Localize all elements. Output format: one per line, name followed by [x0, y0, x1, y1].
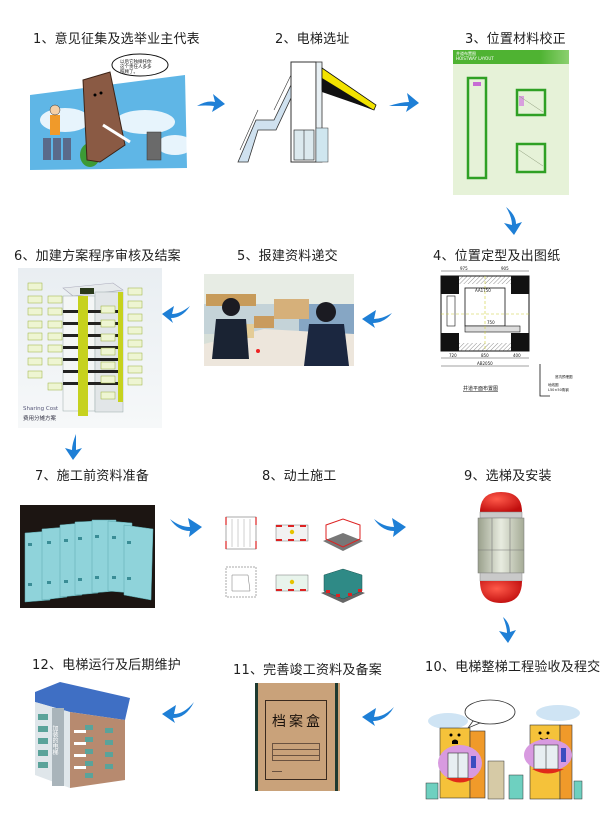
archive-box-frame: 档案盒 [265, 700, 327, 780]
step-9-label: 9、选梯及安装 [464, 469, 552, 484]
svg-text:地线圈: 地线圈 [548, 382, 559, 387]
svg-text:400: 400 [513, 353, 521, 358]
step-1-image: 以后它独择托你 这个责任人多多 照顾了。 [25, 50, 190, 175]
speech-bubble-text: 以后它独择托你 [120, 58, 152, 65]
sharing-cost-title-en: Sharing Cost [23, 406, 59, 412]
svg-text:720: 720 [449, 353, 457, 358]
svg-text:这个责任人多多: 这个责任人多多 [120, 63, 152, 70]
step-12-label: 12、电梯运行及后期维护 [32, 658, 181, 673]
flow-arrow-right-2 [387, 88, 421, 114]
svg-text:850: 850 [481, 353, 489, 358]
flow-arrow-down-2 [62, 432, 86, 462]
step-10-label: 10、电梯整梯工程验收及程交 [425, 660, 600, 675]
flow-arrow-left-3 [160, 700, 196, 724]
flow-arrow-left-4 [360, 703, 396, 727]
svg-text:AA1750: AA1750 [475, 288, 491, 293]
svg-text:905: 905 [501, 266, 509, 271]
flow-arrow-down-3 [495, 615, 519, 645]
svg-text:照顾了。: 照顾了。 [120, 68, 138, 75]
flow-arrow-left-2 [360, 305, 394, 329]
step-7-image [20, 505, 155, 608]
dim-top-left: 975 [460, 266, 468, 271]
tower-text: 加装的电梯 [51, 724, 58, 756]
step-2-label: 2、电梯选址 [275, 32, 350, 47]
step-1-label: 1、意见征集及选举业主代表 [33, 32, 200, 47]
step-3-label: 3、位置材料校正 [465, 32, 566, 47]
step-12-image: 加装的电梯 [30, 680, 140, 795]
step-11-label: 11、完善竣工资料及备案 [233, 663, 382, 678]
hoistway-header: 井道布置图 HOISTWAY LAYOUT [453, 50, 569, 64]
drawing-caption: 井道平面布置图 [463, 385, 498, 392]
step-8-label: 8、动土施工 [262, 469, 337, 484]
flow-arrow-right-4 [372, 513, 408, 539]
svg-text:底坑预埋图: 底坑预埋图 [555, 374, 573, 379]
step-10-image [418, 683, 583, 801]
step-11-image: 档案盒 [255, 683, 340, 791]
step-5-image [204, 274, 354, 366]
step-3-image: 井道布置图 HOISTWAY LAYOUT [453, 50, 569, 195]
step-6-label: 6、加建方案程序审核及结案 [14, 249, 181, 264]
step-2-image [228, 50, 383, 172]
step-4-label: 4、位置定型及出图纸 [433, 249, 561, 264]
step-9-image [470, 490, 532, 605]
flow-arrow-left-1 [160, 300, 192, 326]
step-6-image: Sharing Cost 费用分摊方案 [18, 268, 162, 428]
sharing-cost-title-cn: 费用分摊方案 [23, 416, 57, 422]
flow-arrow-down-1 [500, 205, 524, 237]
archive-box-title: 档案盒 [272, 714, 323, 730]
step-5-label: 5、报建资料递交 [237, 249, 338, 264]
svg-text:750: 750 [487, 320, 495, 325]
step-4-image: 975 905 AA1750 750 720 850 400 AB2050 井道… [405, 266, 590, 404]
svg-text:AB2050: AB2050 [477, 361, 493, 366]
flow-arrow-right-1 [195, 90, 227, 114]
step-8-image [218, 505, 368, 605]
svg-text:L50×50角钢: L50×50角钢 [548, 387, 569, 392]
flow-arrow-right-3 [168, 513, 204, 539]
step-7-label: 7、施工前资料准备 [35, 469, 150, 484]
